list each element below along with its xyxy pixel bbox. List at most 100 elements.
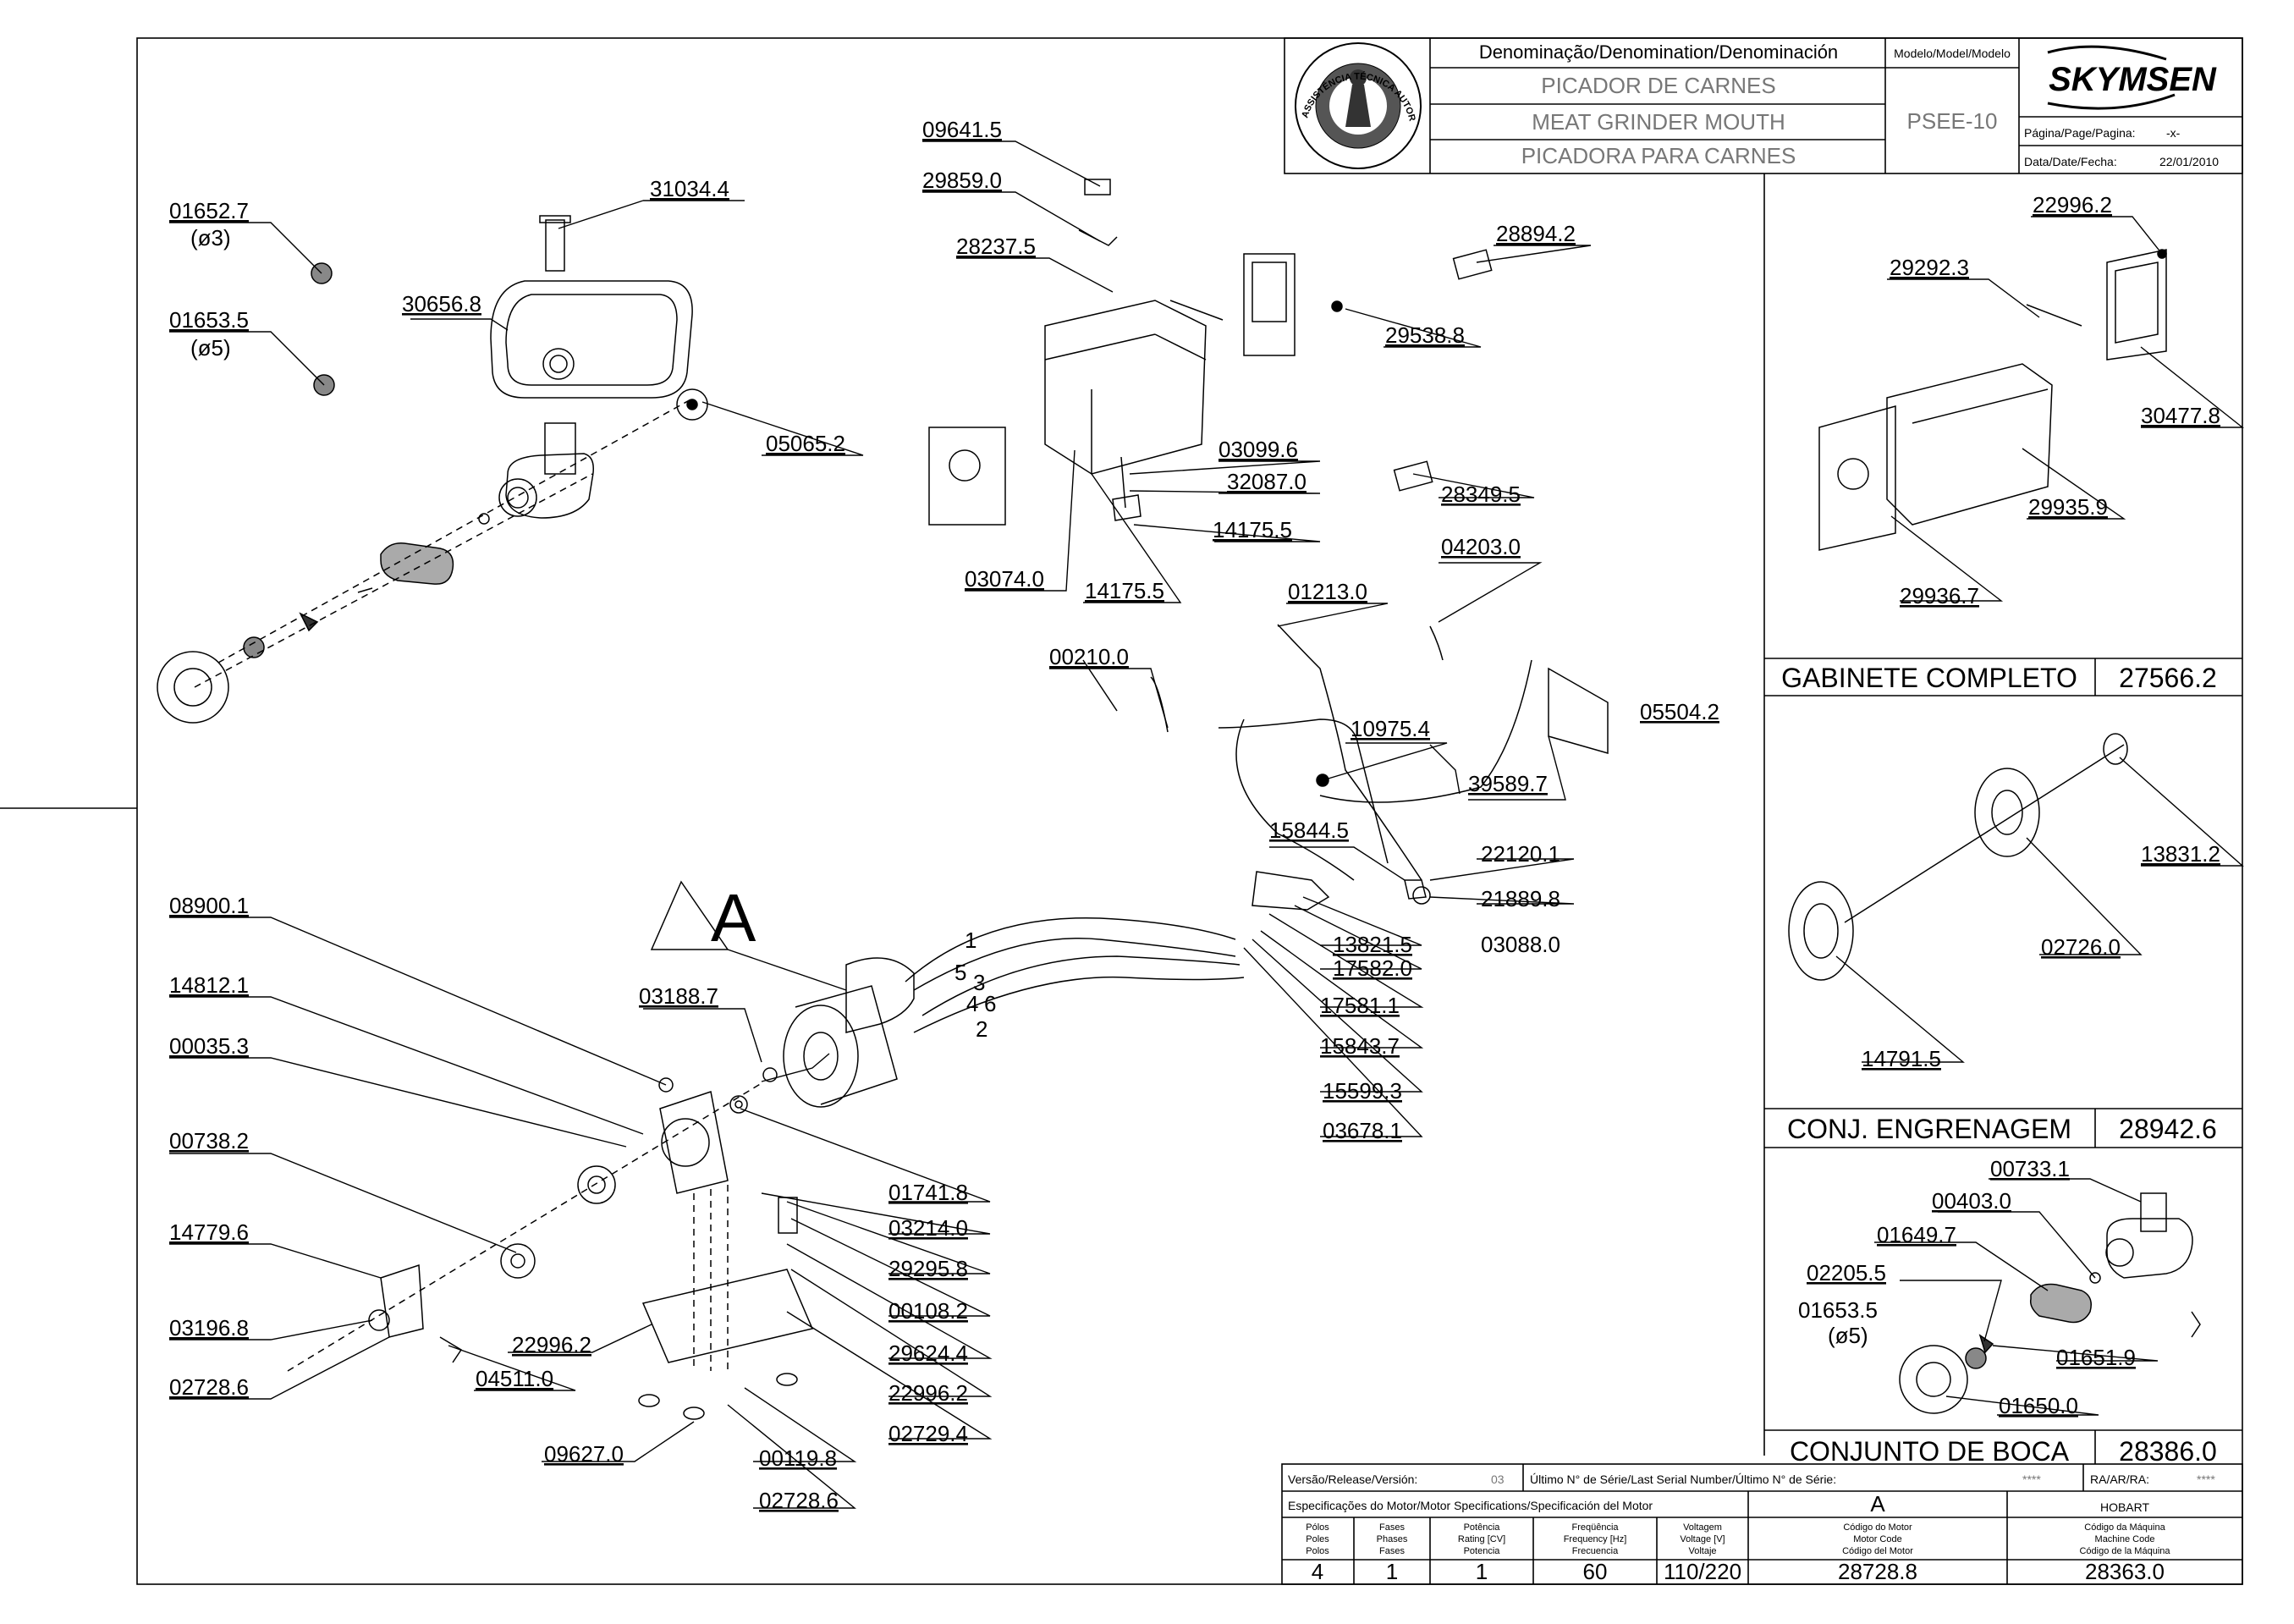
frequency-header-es: Frecuencia (1572, 1546, 1619, 1556)
part-number: 04511.0 (476, 1366, 553, 1391)
poles-header-pt: Pólos (1306, 1522, 1329, 1533)
denomination-header: Denominação/Denomination/Denominación (1479, 41, 1838, 63)
power-header-es: Potencia (1464, 1546, 1501, 1556)
part-number: 03074.0 (965, 566, 1044, 592)
motor-code-header-pt: Código do Motor (1843, 1522, 1912, 1533)
part-number: 13821.5 (1333, 932, 1412, 957)
cabinet-section-code: 27566.2 (2119, 663, 2217, 693)
frequency-value: 60 (1583, 1559, 1608, 1584)
part-number: 00738.2 (169, 1128, 249, 1153)
part-number: 00210.0 (1049, 644, 1129, 669)
part-number: 01651.9 (2056, 1345, 2136, 1370)
feed-tray (490, 280, 693, 399)
base-plate (641, 1269, 814, 1363)
part-number: 03099.6 (1219, 437, 1298, 462)
ra-label: RA/AR/RA: (2090, 1473, 2149, 1486)
part-number: 29624.4 (888, 1340, 968, 1366)
date-value: 22/01/2010 (2159, 155, 2219, 168)
part-number: 01213.0 (1288, 579, 1367, 604)
power-header-pt: Potência (1464, 1522, 1501, 1533)
part-number: 05065.2 (766, 431, 845, 456)
part-number: 31034.4 (650, 176, 729, 201)
brand-logo: SKYMSEN (2047, 45, 2217, 110)
part-number: 15843.7 (1320, 1033, 1400, 1059)
part-number: 02729.4 (888, 1421, 968, 1446)
part-number: 14791.5 (1862, 1046, 1941, 1071)
part-number: 14175.5 (1085, 578, 1164, 603)
ra-value: **** (2197, 1473, 2215, 1486)
part-number: 00733.1 (1990, 1156, 2070, 1181)
part-number: 21889.8 (1481, 886, 1560, 911)
part-number: 22996.2 (2033, 192, 2112, 217)
part-number: 15599.3 (1323, 1078, 1402, 1104)
part-number: 03678.1 (1323, 1118, 1402, 1143)
model-header: Modelo/Model/Modelo (1894, 47, 2011, 60)
part-number: 02728.6 (759, 1488, 839, 1513)
part-number: 01652.7 (169, 198, 249, 223)
svg-text:ASSISTÊNCIA TÉCNICA AUTORIZADA: ASSISTÊNCIA TÉCNICA AUTORIZADA (0, 0, 1417, 123)
part-number: 13831.2 (2141, 841, 2220, 867)
leader-lines (169, 140, 2245, 1509)
machine-code-header-en: Machine Code (2095, 1534, 2155, 1544)
wire-harness (1277, 624, 1422, 881)
part-number-callouts: 01652.7 (ø3) 01653.5 (ø5) 31034.4 30656.… (169, 117, 2220, 1513)
wire-number-2: 2 (976, 1016, 987, 1042)
motor-brand-column: A (1870, 1491, 1885, 1517)
page-label: Página/Page/Pagina: (2024, 126, 2136, 140)
bottom-table-frame (1281, 1463, 2243, 1585)
part-number: 14779.6 (169, 1219, 249, 1245)
part-number: 01741.8 (888, 1180, 968, 1205)
part-number: 01649.7 (1877, 1222, 1956, 1247)
part-number-note: (ø3) (190, 225, 231, 250)
machine-code-header-es: Código de la Máquina (2079, 1546, 2170, 1556)
mouth-section-title: CONJUNTO DE BOCA (1790, 1436, 2070, 1467)
part-number: 22996.2 (512, 1332, 591, 1357)
date-label: Data/Date/Fecha: (2024, 155, 2117, 168)
part-number-note: (ø5) (190, 335, 231, 361)
poles-header-en: Poles (1306, 1534, 1329, 1544)
voltage-header-en: Voltage [V] (1680, 1534, 1725, 1544)
part-number: 09641.5 (922, 117, 1002, 142)
part-number: 09627.0 (544, 1441, 624, 1467)
seal-text: ASSISTÊNCIA TÉCNICA AUTORIZADA (0, 0, 1417, 123)
motor-spec-table: Versão/Release/Versión: 03 Último N° de … (1288, 1473, 2215, 1584)
gear-section-title: CONJ. ENGRENAGEM (1787, 1114, 2071, 1144)
part-number: 01653.5 (1798, 1297, 1878, 1323)
part-number: 22120.1 (1481, 841, 1560, 867)
serial-label: Último N° de Série/Last Serial Number/Úl… (1530, 1473, 1836, 1486)
motor (845, 957, 915, 1033)
machine-brand-column: HOBART (2100, 1500, 2150, 1514)
part-number: 00119.8 (759, 1445, 837, 1471)
mouth-section-code: 28386.0 (2119, 1436, 2217, 1467)
phases-value: 1 (1386, 1559, 1398, 1584)
part-number: 10975.4 (1351, 716, 1430, 741)
part-number: 03188.7 (639, 983, 718, 1009)
view-a-label: A (711, 880, 756, 955)
worm-screw (380, 542, 454, 585)
wire-number-6: 6 (984, 991, 996, 1016)
cabinet-section-title: GABINETE COMPLETO (1781, 663, 2077, 693)
part-number: 01653.5 (169, 307, 249, 333)
grille-panel (1243, 253, 1296, 356)
part-number: 17581.1 (1320, 993, 1400, 1018)
power-header-en: Rating [CV] (1458, 1534, 1505, 1544)
part-number: 02205.5 (1807, 1260, 1886, 1285)
phases-header-en: Phases (1377, 1534, 1408, 1544)
frequency-header-pt: Freqüência (1571, 1522, 1619, 1533)
name-pt: PICADOR DE CARNES (1541, 73, 1775, 98)
cabinet-box (1044, 300, 1207, 475)
poles-value: 4 (1312, 1559, 1323, 1584)
part-number: 22996.2 (888, 1380, 968, 1406)
machine-code-value: 28363.0 (2085, 1559, 2165, 1584)
part-number: 17582.0 (1333, 955, 1412, 981)
frequency-header-en: Frequency [Hz] (1564, 1534, 1627, 1544)
part-number: 28349.5 (1441, 482, 1521, 507)
phases-header-es: Fases (1379, 1546, 1405, 1556)
part-number: 14175.5 (1213, 517, 1292, 542)
part-number: 00403.0 (1932, 1188, 2011, 1214)
grinder-body (505, 453, 594, 519)
motor-code-header-en: Motor Code (1853, 1534, 1901, 1544)
part-number: 08900.1 (169, 893, 249, 918)
part-number: 03196.8 (169, 1315, 249, 1340)
